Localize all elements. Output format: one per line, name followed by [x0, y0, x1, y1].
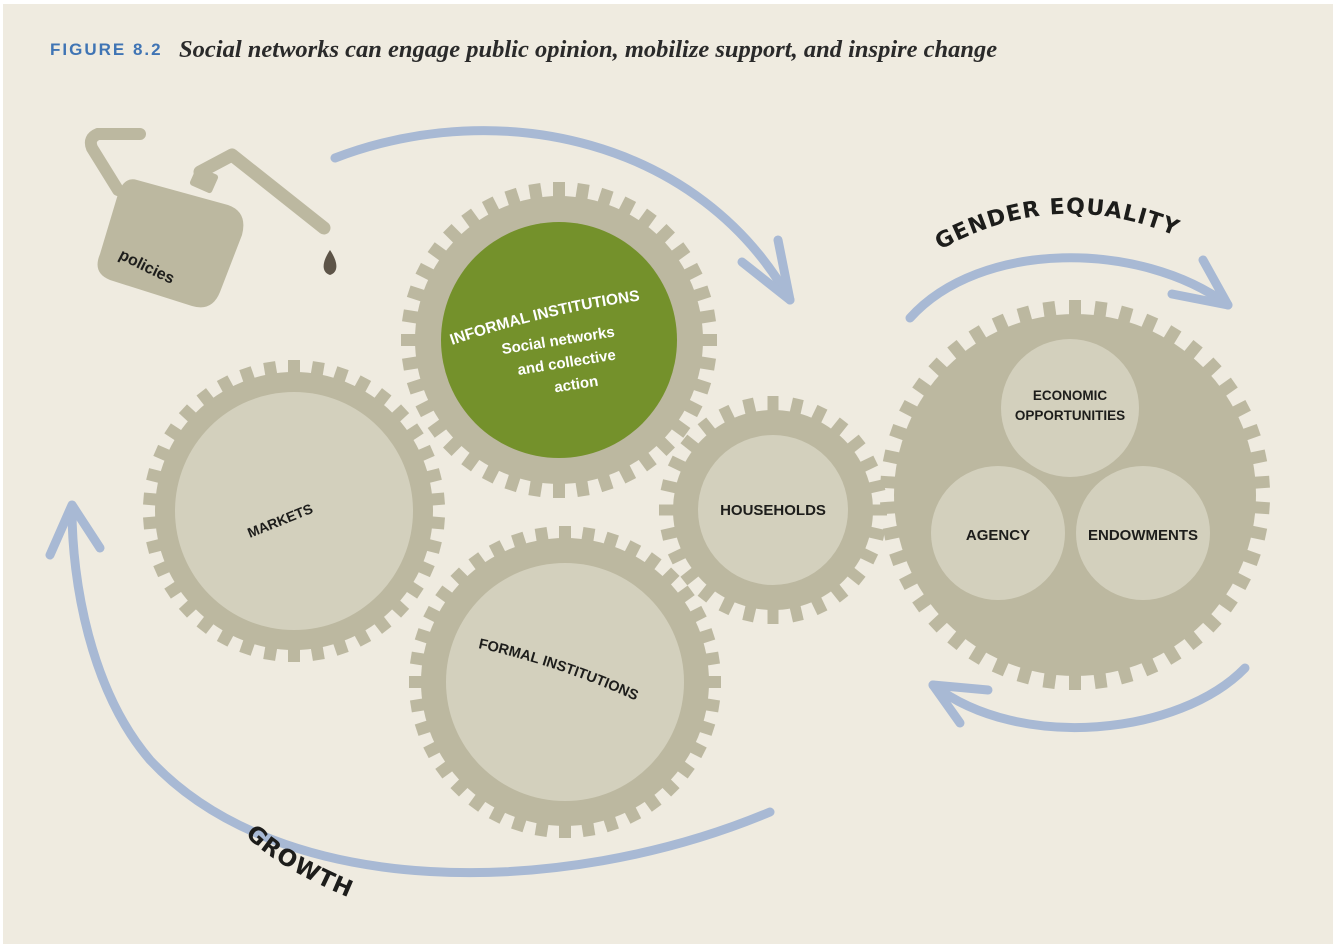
- economic-label-line-1: ECONOMIC: [1033, 388, 1108, 403]
- endowments-circle: [1076, 466, 1210, 600]
- top-cycle-arrowhead: [737, 235, 795, 305]
- agency-label: AGENCY: [966, 527, 1030, 544]
- households-label: HOUSEHOLDS: [720, 502, 826, 519]
- figure-label: FIGURE 8.2: [50, 40, 163, 59]
- gender-cycle-arrowhead-top: [1167, 255, 1233, 310]
- informal-institutions-gear: [401, 182, 717, 498]
- gender-cycle-arrow-top: [905, 253, 1233, 323]
- top-cycle-arrow: [330, 126, 795, 305]
- growth-cycle-arrow: [67, 505, 775, 878]
- formal-institutions-gear: [409, 526, 721, 838]
- figure-header: FIGURE 8.2 Social networks can engage pu…: [50, 36, 1250, 72]
- gender-cycle-arrowhead-bottom: [928, 680, 993, 728]
- economic-label-line-2: OPPORTUNITIES: [1015, 408, 1125, 423]
- gender-equality-gear: [880, 300, 1270, 690]
- gender-cycle-arrow-bottom: [928, 663, 1250, 733]
- gender-equality-label: GENDER EQUALITY: [931, 195, 1183, 256]
- oil-can-icon: [84, 128, 337, 308]
- markets-gear: [143, 360, 445, 662]
- informal-line-3: action: [553, 373, 599, 397]
- agency-circle: [931, 466, 1065, 600]
- endowments-label: ENDOWMENTS: [1088, 527, 1198, 544]
- households-gear: [659, 396, 887, 624]
- growth-cycle-arrowhead: [45, 500, 105, 560]
- figure-title: Social networks can engage public opinio…: [179, 36, 998, 63]
- economic-opportunities-circle: [1001, 339, 1139, 477]
